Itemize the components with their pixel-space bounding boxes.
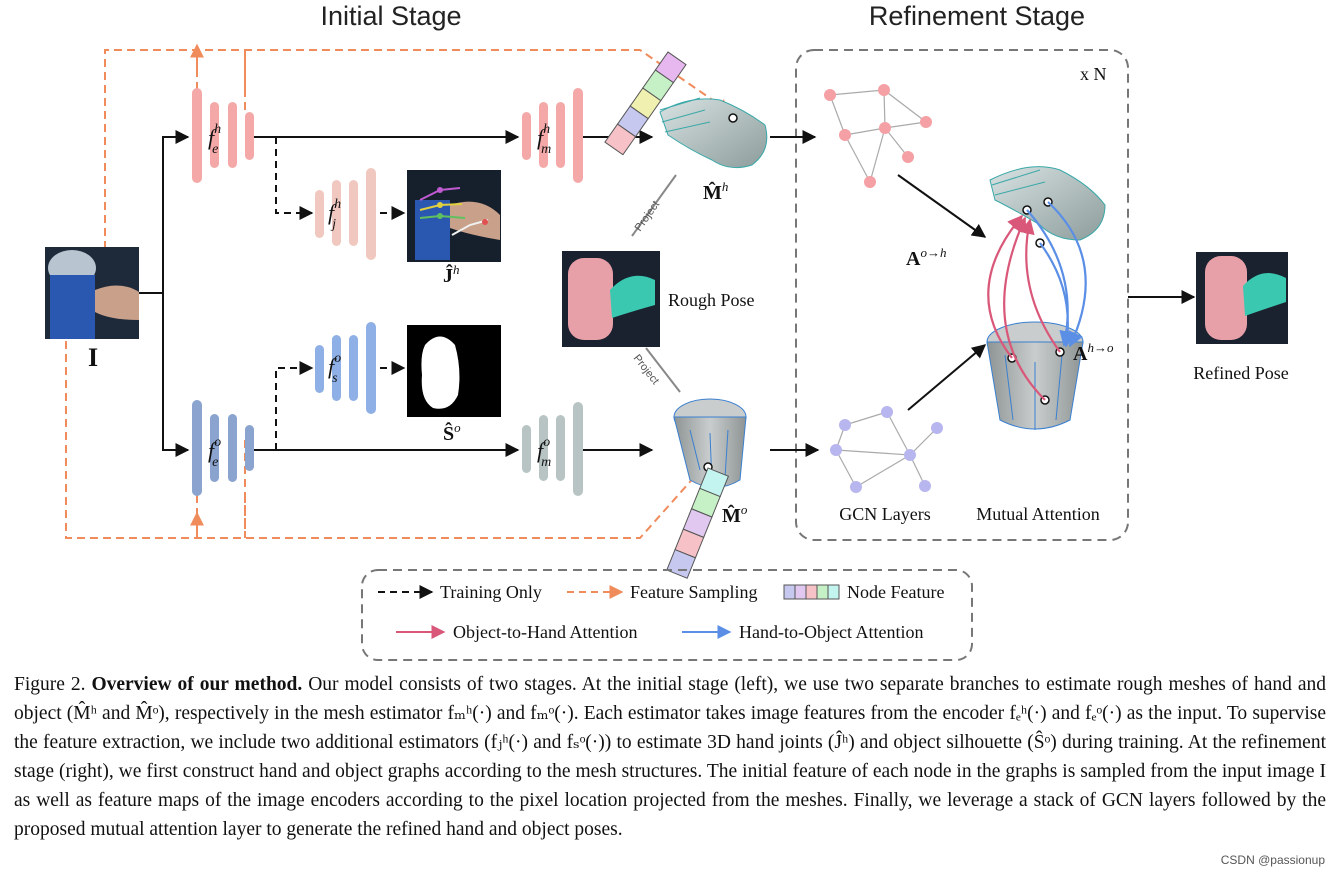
silhouette-estimator-block [315,322,376,414]
refined-pose-image [1196,252,1288,344]
legend-node-feature: Node Feature [847,582,944,602]
encoder-hand-block [192,88,254,183]
legend-o2h-attention: Object-to-Hand Attention [453,622,637,642]
object-silhouette-label: Ŝo [443,420,461,445]
figure-caption: Figure 2. Overview of our method. Our mo… [14,670,1326,844]
refinement-stage-box [795,49,1129,541]
project-label-top: Project [633,199,662,234]
caption-prefix: Figure 2. [14,674,92,695]
refined-pose-label: Refined Pose [1193,363,1288,383]
project-label-bottom: Project [631,352,662,386]
hand-graph-nodes [824,84,932,188]
rough-pose-label: Rough Pose [668,290,755,310]
training-only-paths [275,137,406,450]
attention-h2o-label: Ah→o [1073,340,1114,365]
legend-node-feature-swatch [783,584,840,600]
encoder-object-block [192,400,254,496]
legend: Training Only Feature Sampling Node Feat… [361,569,973,661]
legend-h2o-attention: Hand-to-Object Attention [739,622,923,642]
object-mesh-label: M̂o [722,502,748,527]
caption-body: Our model consists of two stages. At the… [14,674,1327,840]
input-label: I [88,343,98,372]
rough-pose-image [562,251,660,347]
object-mesh-refine [986,321,1084,430]
watermark: CSDN @passionup [1220,853,1325,867]
legend-feature-sampling: Feature Sampling [630,582,757,602]
object-graph-nodes [830,406,943,493]
node-feature-strip-hand [604,51,687,156]
mesh-estimator-hand-block [522,88,583,183]
hand-mesh-refine [989,166,1106,248]
object-mesh-rough [673,398,747,488]
hand-mesh-label: M̂h [703,179,728,204]
hand-mesh-rough [659,97,768,169]
gcn-layers-label: GCN Layers [839,504,930,524]
input-split-lines [139,130,190,457]
refinement-stage-title: Refinement Stage [869,1,1085,31]
attention-o2h-label: Ao→h [906,245,946,270]
hand-graph [829,89,927,183]
object-silhouette-image [407,325,501,417]
node-feature-strip-object [666,467,730,579]
hand-to-object-attention-curves [1026,201,1087,348]
hand-joints-label: Ĵh [443,262,460,287]
joint-estimator-block [315,168,376,260]
input-image [45,247,139,339]
caption-title: Overview of our method. [91,674,303,695]
object-graph [835,411,938,488]
repeat-label: x N [1080,64,1107,84]
legend-training-only: Training Only [440,582,542,602]
mesh-estimator-object-block [522,402,583,496]
mutual-attention-label: Mutual Attention [976,504,1100,524]
hand-joints-image [407,170,501,262]
initial-stage-title: Initial Stage [320,1,461,31]
object-to-hand-attention-curves [987,214,1061,401]
